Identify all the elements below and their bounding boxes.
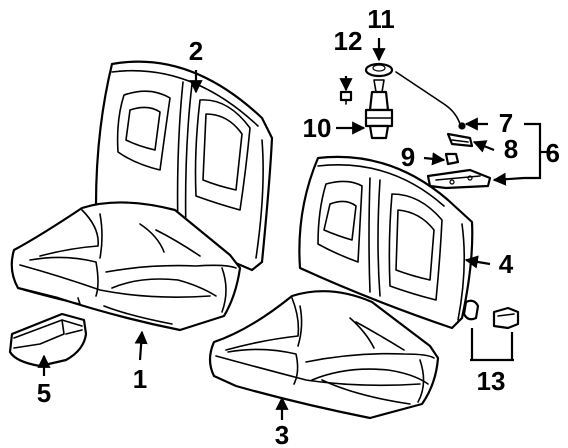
hardware-group xyxy=(339,62,520,330)
callout-5: 5 xyxy=(37,378,51,408)
seat-tray xyxy=(8,312,88,368)
callout-6: 6 xyxy=(546,138,560,168)
callout-11: 11 xyxy=(367,4,395,34)
leader-lines xyxy=(37,38,552,420)
right-seat-cushion xyxy=(208,290,440,420)
callout-12: 12 xyxy=(334,26,363,56)
callout-3: 3 xyxy=(275,420,289,448)
left-seat-cushion xyxy=(10,201,242,332)
callout-7: 7 xyxy=(499,108,513,138)
callout-9: 9 xyxy=(401,142,415,172)
callout-10: 10 xyxy=(303,113,332,143)
callout-1: 1 xyxy=(133,364,147,394)
callout-labels: 2 1 3 4 5 6 7 8 9 10 11 12 13 xyxy=(37,4,560,448)
callout-13: 13 xyxy=(477,366,506,396)
right-seat-back xyxy=(298,155,474,330)
callout-2: 2 xyxy=(189,36,203,66)
callout-8: 8 xyxy=(504,134,518,164)
callout-4: 4 xyxy=(499,249,514,279)
